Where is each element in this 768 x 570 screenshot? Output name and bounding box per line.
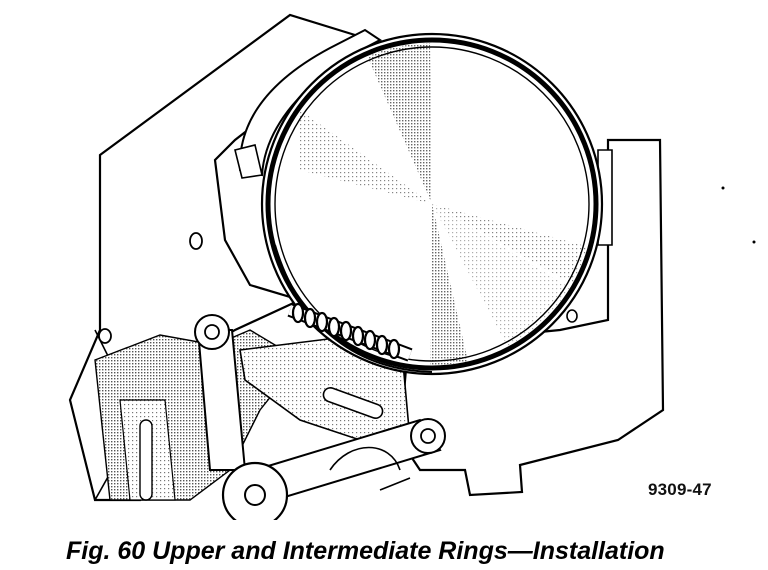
- pivot-pin: [204, 324, 220, 340]
- figure-caption: Fig. 60 Upper and Intermediate Rings—Ins…: [66, 537, 665, 565]
- pivot-pin: [420, 428, 436, 444]
- ring-spring: [287, 302, 413, 362]
- figure-code: 9309-47: [648, 480, 712, 499]
- ring-installation-illustration: [68, 13, 756, 520]
- plate-hole: [189, 232, 203, 250]
- bracket-slot: [322, 386, 384, 420]
- tool-right-plate: [398, 138, 665, 497]
- plate-hole: [98, 328, 112, 344]
- piston-head: [260, 32, 604, 376]
- handle-arm: [194, 314, 247, 471]
- pivot-pin: [244, 484, 266, 506]
- plate-hole: [566, 309, 578, 323]
- lever-linkage: [221, 418, 446, 520]
